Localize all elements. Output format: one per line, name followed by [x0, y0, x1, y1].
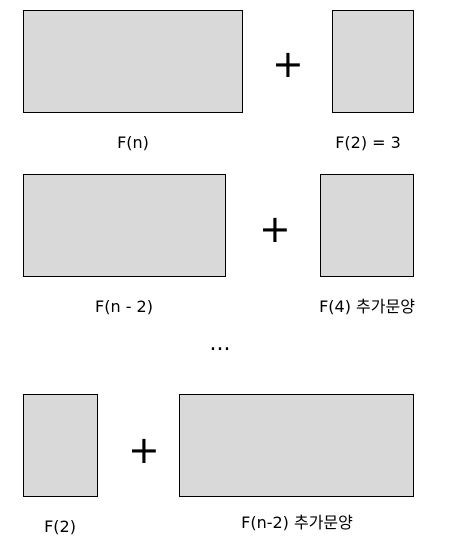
row3-large-rectangle — [179, 394, 414, 497]
ellipsis: ... — [209, 331, 231, 356]
row1-large-rectangle — [23, 10, 243, 113]
row1-right-label: F(2) = 3 — [335, 133, 401, 152]
row2-small-rectangle — [320, 174, 414, 277]
row1-plus-sign: + — [272, 42, 304, 86]
row2-left-label: F(n - 2) — [95, 297, 153, 316]
row3-plus-sign: + — [128, 428, 160, 472]
row2-large-rectangle — [23, 174, 226, 277]
row1-small-rectangle — [332, 10, 414, 113]
row2-plus-sign: + — [259, 207, 291, 251]
row3-right-label: F(n-2) 추가문양 — [241, 513, 353, 532]
row3-small-rectangle — [23, 394, 98, 497]
row2-right-label: F(4) 추가문양 — [319, 297, 415, 316]
row3-left-label: F(2) — [44, 517, 76, 536]
row1-left-label: F(n) — [117, 133, 149, 152]
